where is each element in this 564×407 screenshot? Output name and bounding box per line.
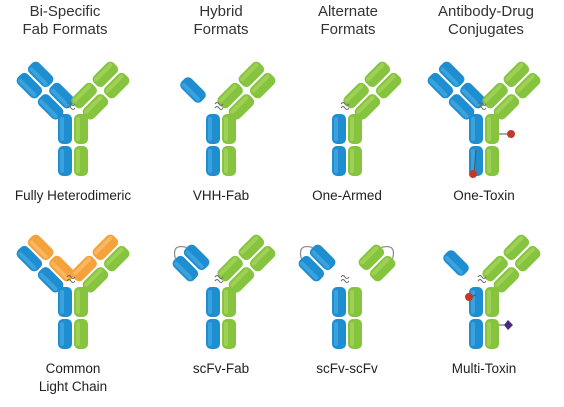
fully-heterodimeric-antibody <box>14 59 132 176</box>
toxin-red-icon <box>469 170 477 178</box>
header-adc: Antibody-Drug Conjugates <box>421 3 551 39</box>
caption-scfv-scfv: scFv-scFv <box>316 361 378 376</box>
scfv-scfv-antibody <box>296 242 398 349</box>
vhh-fab-antibody <box>178 59 278 176</box>
caption-fully-heterodimeric: Fully Heterodimeric <box>14 188 132 203</box>
header-bispecific-line2: Fab Formats <box>22 21 108 38</box>
header-hybrid: Hybrid Formats <box>156 3 286 39</box>
header-adc-line1: Antibody-Drug <box>438 3 534 20</box>
scfv-fab-antibody <box>170 232 278 349</box>
caption-scfv-fab: scFv-Fab <box>192 361 250 376</box>
header-bispecific: Bi-Specific Fab Formats <box>0 3 130 39</box>
one-armed-antibody <box>332 59 404 176</box>
caption-common-light-chain: Common Light Chain <box>3 360 143 396</box>
caption-one-armed: One-Armed <box>312 188 382 203</box>
common-light-chain-antibody <box>14 232 132 349</box>
header-alternate-line1: Alternate <box>317 3 379 20</box>
caption-common-light-chain-line1: Common <box>45 361 101 376</box>
multi-toxin-antibody <box>441 232 543 349</box>
caption-multi-toxin: Multi-Toxin <box>451 361 517 376</box>
header-alternate-line2: Formats <box>320 21 376 38</box>
toxin-red-icon <box>507 130 515 138</box>
header-alternate: Alternate Formats <box>283 3 413 39</box>
caption-one-toxin: One-Toxin <box>453 188 515 203</box>
toxin-purple-icon <box>504 320 513 330</box>
header-hybrid-line2: Formats <box>193 21 249 38</box>
header-hybrid-line1: Hybrid <box>199 3 243 20</box>
header-adc-line2: Conjugates <box>448 21 524 38</box>
header-bispecific-line1: Bi-Specific <box>29 3 101 20</box>
caption-vhh-fab: VHH-Fab <box>192 188 250 203</box>
caption-common-light-chain-line2: Light Chain <box>38 379 108 394</box>
one-toxin-antibody <box>425 59 543 178</box>
toxin-red-icon <box>465 293 473 301</box>
